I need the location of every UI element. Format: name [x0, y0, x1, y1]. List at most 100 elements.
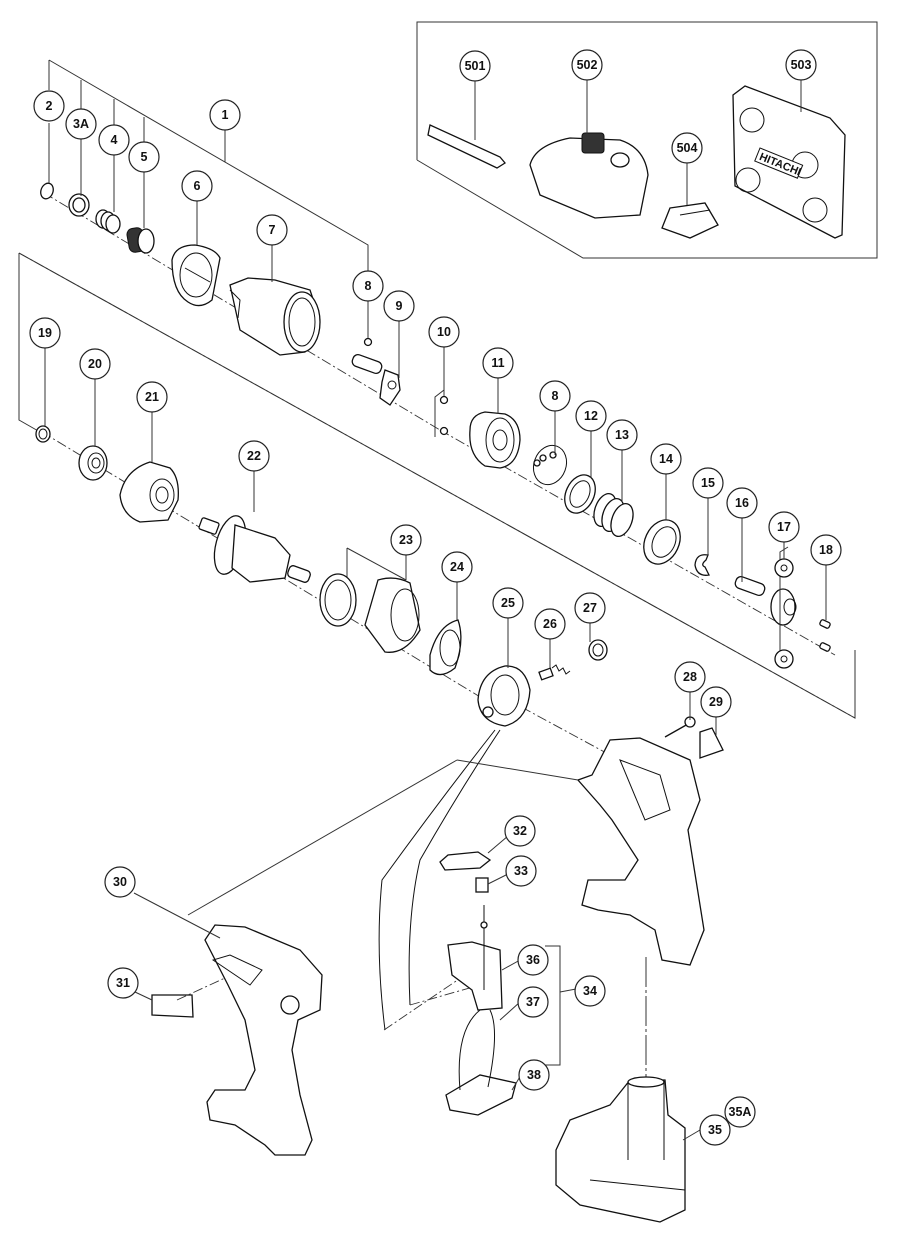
callout-20[interactable]: 20	[79, 348, 111, 380]
svg-text:501: 501	[465, 59, 486, 73]
callout-7[interactable]: 7	[256, 214, 288, 246]
callout-21[interactable]: 21	[136, 381, 168, 413]
part-36-switch[interactable]	[447, 905, 503, 1011]
callout-18[interactable]: 18	[810, 534, 842, 566]
housing-pair-line-2	[456, 759, 579, 781]
part-38-led-board[interactable]	[445, 1009, 517, 1116]
part-14-washer[interactable]	[637, 514, 687, 570]
svg-text:25: 25	[501, 596, 515, 610]
part-29-name-plate[interactable]	[699, 727, 724, 759]
callout-17[interactable]: 17	[768, 511, 800, 543]
callout-35A[interactable]: 35A	[724, 1096, 756, 1128]
part-8-steel-ball[interactable]	[363, 337, 373, 347]
callout-29[interactable]: 29	[700, 686, 732, 718]
part-21-bearing-holder[interactable]	[119, 461, 179, 523]
svg-text:36: 36	[526, 953, 540, 967]
callout-4[interactable]: 4	[98, 124, 130, 156]
callout-31[interactable]: 31	[107, 967, 139, 999]
part-10-steel-balls[interactable]	[434, 389, 449, 437]
part-3A-washer[interactable]	[68, 193, 90, 217]
callout-6[interactable]: 6	[181, 170, 213, 202]
part-6-cap[interactable]	[171, 244, 221, 307]
svg-text:27: 27	[583, 601, 597, 615]
callout-503[interactable]: 503	[785, 49, 817, 81]
part-15-ring[interactable]	[694, 554, 710, 576]
callout-504[interactable]: 504	[671, 132, 703, 164]
housing-pair-line	[187, 759, 458, 916]
callout-35[interactable]: 35	[699, 1114, 731, 1146]
part-17-gears[interactable]	[774, 546, 794, 669]
part-28-tapping-screw[interactable]	[664, 716, 696, 738]
part-504-belt-hook[interactable]	[661, 202, 719, 239]
part-25-brush-holder[interactable]	[477, 665, 531, 727]
callout-10[interactable]: 10	[428, 316, 460, 348]
part-16-spindle[interactable]	[734, 575, 797, 626]
group-1-bracket	[48, 59, 369, 272]
callout-27[interactable]: 27	[574, 592, 606, 624]
svg-text:26: 26	[543, 617, 557, 631]
housing-left[interactable]	[204, 924, 323, 1156]
callout-38[interactable]: 38	[518, 1059, 550, 1091]
part-32-switch-lever[interactable]	[439, 851, 492, 871]
callout-32[interactable]: 32	[504, 815, 536, 847]
part-27-brush-cap[interactable]	[588, 639, 608, 661]
part-20-bearing[interactable]	[78, 445, 108, 481]
svg-text:9: 9	[396, 299, 403, 313]
part-22-armature[interactable]	[198, 512, 311, 583]
callout-24[interactable]: 24	[441, 551, 473, 583]
svg-text:21: 21	[145, 390, 159, 404]
housing-right[interactable]	[576, 737, 705, 966]
part-31-label[interactable]	[151, 977, 226, 1018]
part-35-battery[interactable]	[555, 1076, 686, 1223]
part-24-baffle[interactable]	[429, 619, 462, 676]
svg-text:12: 12	[584, 409, 598, 423]
svg-text:11: 11	[491, 356, 504, 370]
callout-30[interactable]: 30	[104, 866, 136, 898]
part-18-pins[interactable]	[819, 619, 831, 652]
callout-8b[interactable]: 8	[539, 380, 571, 412]
callout-37[interactable]: 37	[517, 986, 549, 1018]
part-502-charger[interactable]	[529, 132, 649, 219]
motor-group-frame	[18, 252, 856, 719]
callout-8[interactable]: 8	[352, 270, 384, 302]
callout-22[interactable]: 22	[238, 440, 270, 472]
part-11-hammer[interactable]	[469, 411, 521, 469]
callout-26[interactable]: 26	[534, 608, 566, 640]
callout-9[interactable]: 9	[383, 290, 415, 322]
callout-1[interactable]: 1	[209, 99, 241, 131]
callout-3A[interactable]: 3A	[65, 108, 97, 140]
callout-5[interactable]: 5	[128, 141, 160, 173]
callout-11[interactable]: 11	[482, 347, 514, 379]
svg-text:33: 33	[514, 864, 528, 878]
part-503-carrying-case[interactable]: HITACHI	[732, 85, 846, 239]
callout-25[interactable]: 25	[492, 587, 524, 619]
callout-28[interactable]: 28	[674, 661, 706, 693]
part-33-led-cap[interactable]	[475, 877, 489, 893]
callout-16[interactable]: 16	[726, 487, 758, 519]
part-9-anvil[interactable]	[351, 353, 401, 406]
part-2-retaining-ring[interactable]	[39, 181, 56, 200]
svg-text:6: 6	[194, 179, 201, 193]
callout-2[interactable]: 2	[33, 90, 65, 122]
part-5-sleeve[interactable]	[126, 227, 155, 254]
part-7-hammer-case[interactable]	[229, 277, 321, 356]
part-13-spring[interactable]	[590, 491, 637, 540]
callout-36[interactable]: 36	[517, 944, 549, 976]
part-26-carbon-brush[interactable]	[538, 664, 571, 681]
part-4-spring[interactable]	[95, 209, 121, 234]
callout-14[interactable]: 14	[650, 443, 682, 475]
callout-15[interactable]: 15	[692, 467, 724, 499]
callout-19[interactable]: 19	[29, 317, 61, 349]
callout-34[interactable]: 34	[574, 975, 606, 1007]
part-8-steel-balls-hammer[interactable]	[528, 441, 572, 490]
callout-501[interactable]: 501	[459, 50, 491, 82]
callout-502[interactable]: 502	[571, 49, 603, 81]
callout-13[interactable]: 13	[606, 419, 638, 451]
part-501-driver-bit[interactable]	[427, 124, 506, 169]
part-23-magnet[interactable]	[319, 547, 421, 653]
part-19-washer[interactable]	[35, 425, 51, 443]
callout-23[interactable]: 23	[390, 524, 422, 556]
callout-12[interactable]: 12	[575, 400, 607, 432]
callout-33[interactable]: 33	[505, 855, 537, 887]
part-12-washer[interactable]	[559, 470, 601, 518]
